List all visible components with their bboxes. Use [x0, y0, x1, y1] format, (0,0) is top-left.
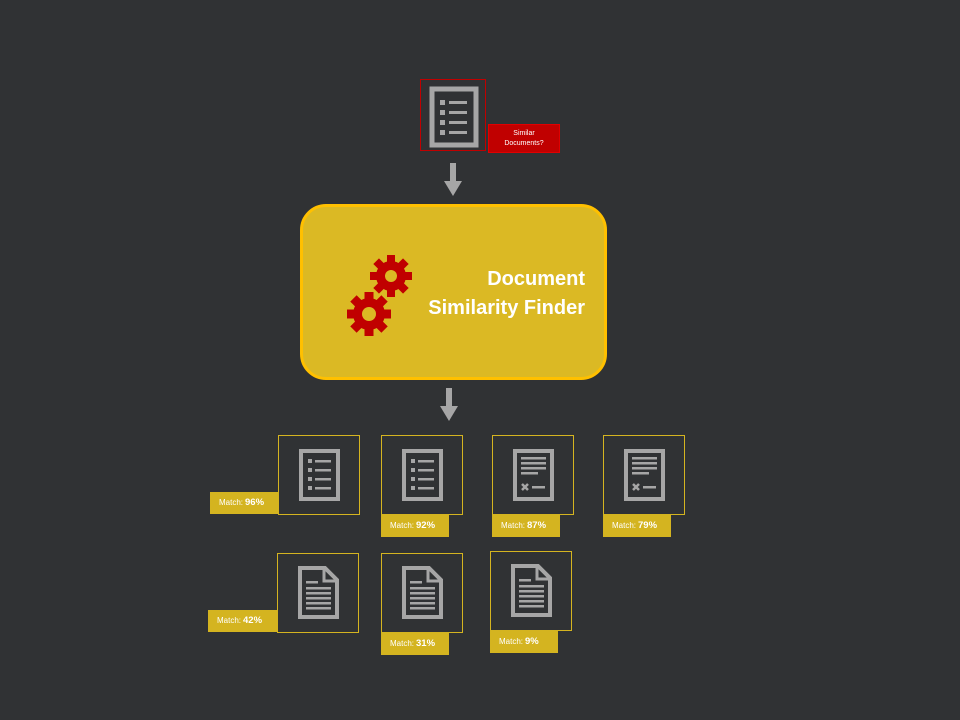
- input-document[interactable]: [420, 79, 486, 151]
- checklist-document-icon: [402, 449, 443, 501]
- match-badge-4: Match:79%: [603, 515, 671, 537]
- match-prefix: Match:: [390, 639, 415, 648]
- match-percent: 31%: [416, 638, 436, 649]
- result-document-1[interactable]: [278, 435, 360, 515]
- match-prefix: Match:: [219, 498, 244, 507]
- checklist-document-icon: [429, 86, 479, 148]
- query-label-line1: Similar: [513, 129, 535, 137]
- form-document-icon: [624, 449, 665, 501]
- engine-title: Document Similarity Finder: [428, 265, 585, 323]
- gears-icon: [347, 255, 412, 336]
- match-percent: 79%: [638, 520, 658, 531]
- engine-title-line2: Similarity Finder: [428, 297, 585, 319]
- match-percent: 87%: [527, 520, 547, 531]
- match-prefix: Match:: [612, 521, 637, 530]
- arrow-down-icon: [444, 163, 462, 196]
- checklist-document-icon: [299, 449, 340, 501]
- similarity-engine: Document Similarity Finder: [300, 204, 607, 380]
- form-document-icon: [513, 449, 554, 501]
- result-document-7[interactable]: [490, 551, 572, 631]
- match-badge-3: Match:87%: [492, 515, 560, 537]
- match-percent: 9%: [525, 636, 539, 647]
- result-document-5[interactable]: [277, 553, 359, 633]
- match-prefix: Match:: [217, 616, 242, 625]
- text-document-icon: [402, 566, 443, 619]
- match-badge-7: Match:9%: [490, 631, 558, 653]
- result-document-6[interactable]: [381, 553, 463, 633]
- text-document-icon: [511, 564, 552, 617]
- match-badge-1: Match:96%: [210, 492, 278, 514]
- match-badge-6: Match:31%: [381, 633, 449, 655]
- result-document-3[interactable]: [492, 435, 574, 515]
- result-document-4[interactable]: [603, 435, 685, 515]
- match-prefix: Match:: [499, 637, 524, 646]
- match-percent: 96%: [245, 497, 265, 508]
- match-percent: 42%: [243, 615, 263, 626]
- match-prefix: Match:: [501, 521, 526, 530]
- result-document-2[interactable]: [381, 435, 463, 515]
- query-label-line2: Documents?: [504, 139, 544, 147]
- match-prefix: Match:: [390, 521, 415, 530]
- match-percent: 92%: [416, 520, 436, 531]
- match-badge-2: Match:92%: [381, 515, 449, 537]
- text-document-icon: [298, 566, 339, 619]
- query-label: Similar Documents?: [488, 124, 560, 153]
- arrow-down-icon: [440, 388, 458, 421]
- engine-title-line1: Document: [487, 268, 585, 290]
- match-badge-5: Match:42%: [208, 610, 277, 632]
